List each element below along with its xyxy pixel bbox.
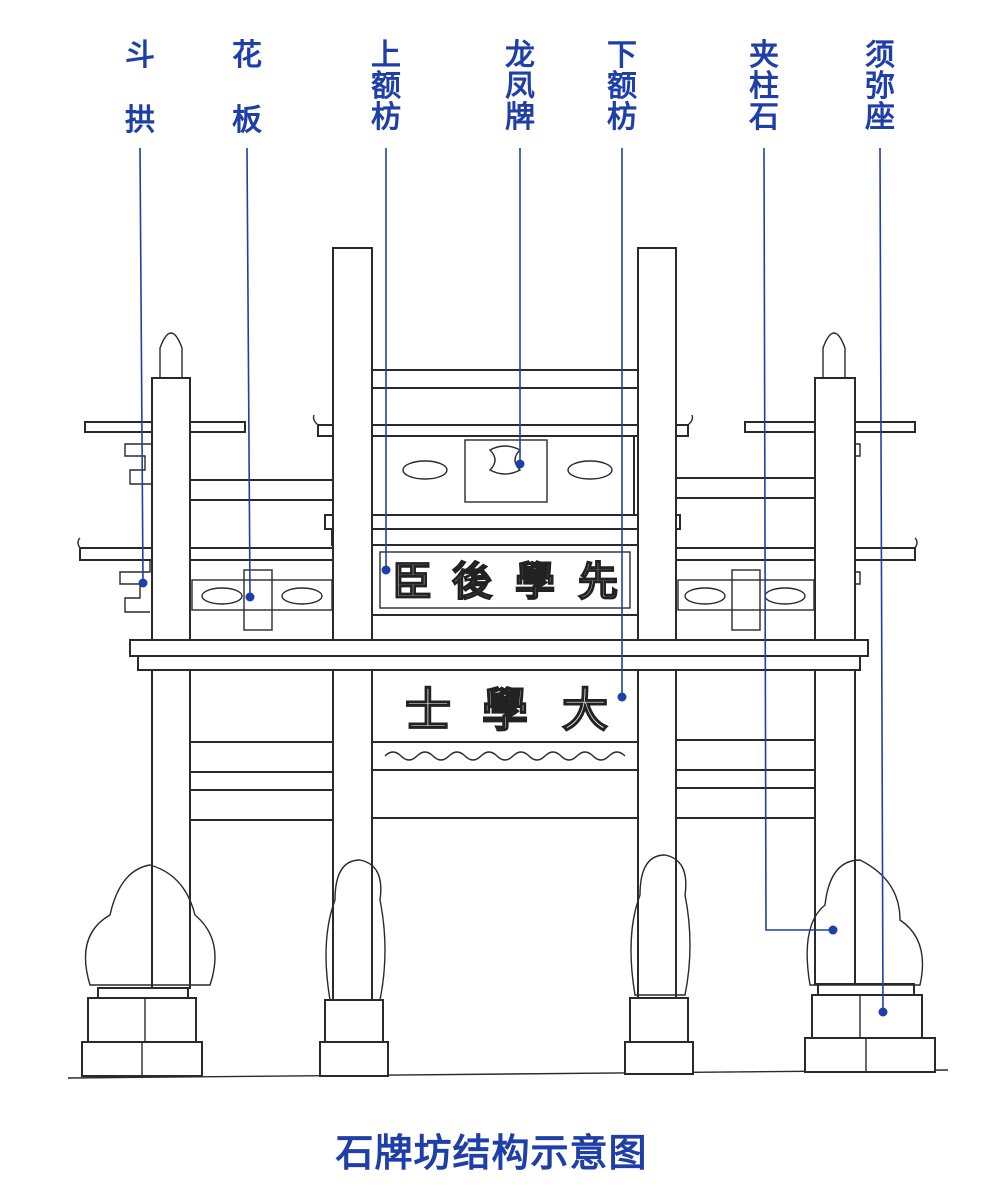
- label-char: 石: [749, 100, 779, 135]
- leader-lines: [138, 147, 888, 1017]
- leader-dot: [245, 592, 255, 602]
- label-dougong: 斗 拱: [123, 40, 157, 136]
- inscription-char: 學: [515, 558, 555, 605]
- label-xumi-zuo: 须 弥 座: [863, 40, 897, 133]
- inscription-char: 臣: [392, 558, 432, 605]
- leader-dot: [515, 459, 525, 469]
- inscription-char: 後: [452, 558, 493, 605]
- label-char: 上: [371, 38, 401, 73]
- label-char: 弥: [865, 69, 895, 104]
- pillar-bases: [81, 983, 936, 1077]
- pillar-outer-right: [814, 377, 856, 985]
- leader-jiazhu-shi: [763, 147, 833, 931]
- ground-line: [67, 1069, 949, 1079]
- label-char: 牌: [505, 100, 535, 135]
- label-char: 花: [232, 38, 262, 73]
- leader-dot: [138, 578, 148, 588]
- label-char: 斗: [125, 38, 155, 73]
- pillar-inner-left: [332, 247, 373, 1001]
- upper-plaque-inscription: 臣 後 學 先: [391, 557, 619, 606]
- label-char: 凤: [505, 69, 535, 104]
- leader-dot: [828, 925, 838, 935]
- paifang-structure: 臣 後 學 先 士 學 大: [67, 247, 949, 1079]
- inscription-char: 學: [482, 683, 528, 737]
- longfeng-pai-carving: [402, 439, 613, 503]
- leader-dot: [878, 1007, 888, 1017]
- label-char: 板: [232, 103, 262, 138]
- label-char: 拱: [125, 103, 155, 138]
- label-char: 柱: [749, 69, 779, 104]
- label-char: 龙: [505, 38, 535, 73]
- inscription-char: 先: [578, 558, 618, 605]
- leader-xumi-zuo: [879, 147, 884, 1013]
- leader-dot: [617, 692, 627, 702]
- label-char: 须: [865, 38, 895, 73]
- label-char: 枋: [371, 100, 401, 135]
- pillar-inner-right: [637, 247, 677, 999]
- leader-dot: [381, 565, 391, 575]
- leader-huaban: [246, 147, 251, 598]
- inscription-char: 大: [562, 683, 608, 737]
- label-char: 额: [371, 69, 401, 104]
- diagram-title: 石牌坊结构示意图: [335, 1131, 648, 1175]
- label-char: 夹: [749, 38, 779, 73]
- lower-plaque-inscription: 士 學 大: [404, 682, 609, 738]
- lion-sculptures: [84, 854, 924, 1001]
- label-char: 下: [607, 38, 637, 73]
- label-shang-e-fang: 上 额 枋: [369, 40, 403, 133]
- label-char: 枋: [607, 100, 637, 135]
- label-longfeng-pai: 龙 凤 牌: [503, 40, 537, 133]
- label-xia-e-fang: 下 额 枋: [605, 40, 639, 133]
- pillar-outer-left: [151, 377, 191, 989]
- inscription-char: 士: [405, 683, 451, 737]
- label-char: 额: [607, 69, 637, 104]
- label-jiazhu-shi: 夹 柱 石: [747, 40, 781, 133]
- label-char: 座: [865, 100, 895, 135]
- leader-dougong: [139, 147, 144, 584]
- label-huaban: 花 板: [230, 40, 264, 136]
